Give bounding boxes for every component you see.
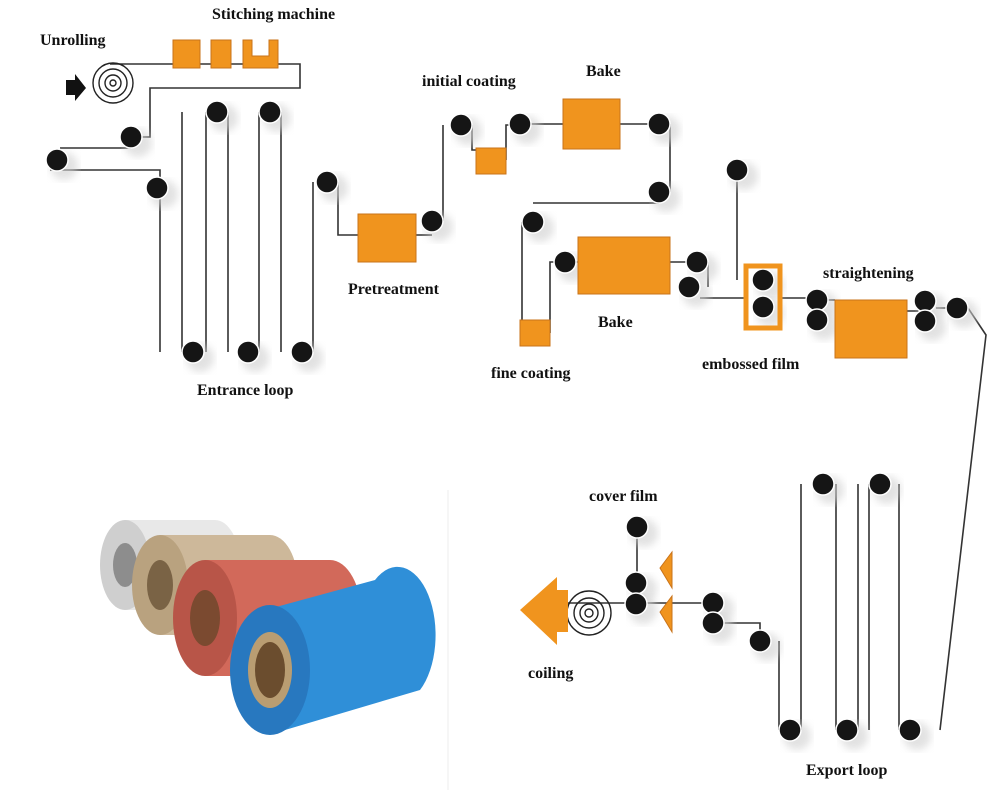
straightener <box>834 299 908 359</box>
roller <box>751 268 775 292</box>
roller <box>805 288 829 312</box>
roller <box>290 340 314 364</box>
label-coiling: coiling <box>528 665 574 682</box>
roller <box>420 209 444 233</box>
roller <box>835 718 859 742</box>
roller <box>625 515 649 539</box>
roller <box>45 148 69 172</box>
recoiling-coil <box>566 590 612 636</box>
roller <box>119 125 143 149</box>
roller <box>315 170 339 194</box>
bake-oven-1 <box>562 98 621 150</box>
roller <box>553 250 577 274</box>
label-bake-bottom: Bake <box>598 314 633 331</box>
label-straightening: straightening <box>823 265 914 282</box>
bake-oven-2 <box>577 236 671 295</box>
roller <box>647 180 671 204</box>
fine-coater <box>519 319 551 347</box>
coated-coils-photo <box>100 520 436 735</box>
roller <box>898 718 922 742</box>
input-arrow-icon <box>66 74 86 101</box>
roller <box>258 100 282 124</box>
roller <box>811 472 835 496</box>
roller <box>945 296 969 320</box>
label-fine-coating: fine coating <box>491 365 571 382</box>
stitching-machine <box>172 39 279 69</box>
roller <box>685 250 709 274</box>
label-pretreatment: Pretreatment <box>348 281 439 298</box>
roller <box>145 176 169 200</box>
roller <box>725 158 749 182</box>
initial-coater <box>475 147 507 175</box>
roller <box>913 289 937 313</box>
roller <box>868 472 892 496</box>
pretreatment-tank <box>357 213 417 263</box>
roller <box>521 210 545 234</box>
label-initial-coating: initial coating <box>422 73 516 90</box>
roller <box>701 591 725 615</box>
label-export-loop: Export loop <box>806 762 888 779</box>
roller <box>748 629 772 653</box>
cover-film-cutter <box>659 550 673 634</box>
roller <box>449 113 473 137</box>
roller <box>624 571 648 595</box>
roller <box>624 592 648 616</box>
roller <box>205 100 229 124</box>
roller <box>913 309 937 333</box>
roller <box>181 340 205 364</box>
roller <box>805 308 829 332</box>
label-entrance-loop: Entrance loop <box>197 382 294 399</box>
label-unrolling: Unrolling <box>40 32 106 49</box>
label-stitching-machine: Stitching machine <box>212 6 336 23</box>
unrolling-coil <box>92 62 134 104</box>
roller <box>701 611 725 635</box>
roller <box>236 340 260 364</box>
label-embossed-film: embossed film <box>702 356 800 373</box>
embossing-unit <box>743 263 783 331</box>
roller <box>677 275 701 299</box>
roller <box>647 112 671 136</box>
output-arrow-icon <box>520 577 568 645</box>
label-cover-film: cover film <box>589 488 658 505</box>
roller <box>778 718 802 742</box>
label-bake-top: Bake <box>586 63 621 80</box>
roller <box>508 112 532 136</box>
roller <box>751 295 775 319</box>
